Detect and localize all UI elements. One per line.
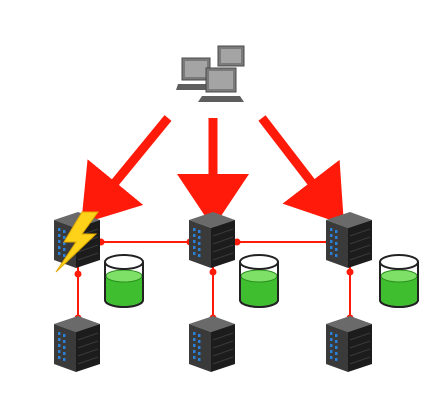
server-icon — [188, 315, 236, 373]
arrow-to-server-1 — [81, 115, 172, 224]
link-dot — [209, 268, 217, 276]
database-icon — [379, 254, 419, 308]
link-dot — [233, 238, 241, 246]
lightning-icon — [55, 211, 99, 273]
database-icon — [104, 254, 144, 308]
server-icon — [325, 211, 373, 269]
server-icon — [53, 315, 101, 373]
link-dot — [346, 268, 354, 276]
client-computers-icon — [176, 45, 245, 102]
arrow-to-server-3 — [258, 115, 344, 225]
database-icon — [239, 254, 279, 308]
request-arrows — [81, 115, 344, 228]
server-icon — [325, 315, 373, 373]
link-dot — [74, 270, 82, 278]
server-icon — [188, 211, 236, 269]
